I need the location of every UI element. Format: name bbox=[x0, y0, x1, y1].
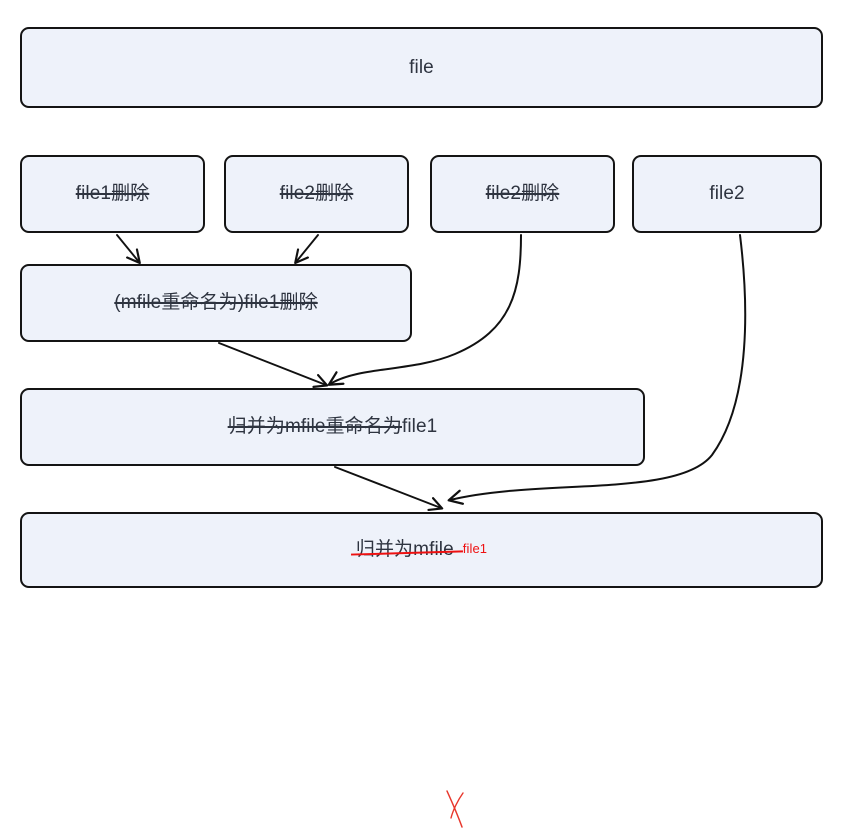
node-file-label: file bbox=[409, 56, 434, 78]
node-file2-deleted-a-label: file2删除 bbox=[279, 183, 354, 205]
node-file2-deleted-a[interactable]: file2删除 bbox=[224, 155, 409, 233]
node-file2-deleted-b-label: file2删除 bbox=[485, 183, 560, 205]
node-merge-renamed-tail: file1 bbox=[401, 416, 438, 438]
node-file2-label: file2 bbox=[709, 183, 745, 205]
node-file2[interactable]: file2 bbox=[632, 155, 822, 233]
node-merge-renamed-label: 归并为mfile重命名为 bbox=[227, 416, 402, 438]
edge-mfile-renamed-to-merge-renamed bbox=[218, 342, 326, 385]
edge-file1-deleted-to-mfile-renamed bbox=[116, 234, 139, 262]
node-mfile-renamed-label: (mfile重命名为)file1删除 bbox=[114, 292, 318, 314]
red-x-check-icon bbox=[446, 790, 464, 828]
node-file1-deleted[interactable]: file1删除 bbox=[20, 155, 205, 233]
edge-merge-renamed-to-merge-mfile bbox=[334, 466, 441, 508]
node-merge-mfile-annotation: file1 bbox=[462, 541, 488, 557]
diagram-canvas: file file1删除 file2删除 file2删除 file2 (mfil… bbox=[0, 0, 843, 596]
node-file1-deleted-label: file1删除 bbox=[75, 183, 150, 205]
node-merge-renamed-text: 归并为mfile重命名为file1 bbox=[228, 416, 438, 438]
node-merge-mfile-label: 归并为mfile bbox=[355, 539, 454, 561]
node-merge-mfile-struck: 归并为mfile bbox=[356, 539, 454, 561]
node-mfile-renamed[interactable]: (mfile重命名为)file1删除 bbox=[20, 264, 412, 342]
node-merge-renamed[interactable]: 归并为mfile重命名为file1 bbox=[20, 388, 645, 828]
node-file2-deleted-b[interactable]: file2删除 bbox=[430, 155, 615, 233]
node-merge-mfile[interactable]: 归并为mfile file1 bbox=[20, 512, 823, 588]
node-merge-mfile-text: 归并为mfile file1 bbox=[356, 539, 487, 561]
node-file[interactable]: file bbox=[20, 27, 823, 108]
edge-file2-deleted-a-to-mfile-renamed bbox=[296, 234, 319, 262]
